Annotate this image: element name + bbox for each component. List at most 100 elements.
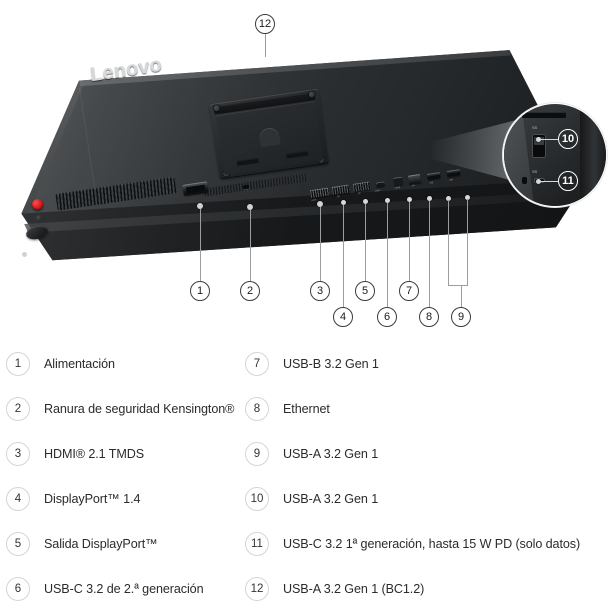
callout-dot-10 (536, 137, 541, 142)
leader-line-10 (541, 139, 559, 140)
legend-item-11: 11 USB-C 3.2 1ª generación, hasta 15 W P… (245, 532, 580, 556)
vesa-stand-notch (258, 126, 281, 148)
vesa-slot (286, 150, 309, 159)
legend-number-5: 5 (6, 532, 30, 556)
port-silk-label: USB (448, 179, 454, 182)
callout-dot-9b (465, 195, 470, 200)
callout-dot-7 (407, 197, 412, 202)
legend-label-11: USB-C 3.2 1ª generación, hasta 15 W PD (… (283, 537, 581, 551)
legend-item-3: 3 HDMI® 2.1 TMDS (6, 442, 144, 466)
inset-top-vent (522, 112, 566, 118)
leader-line-1 (200, 209, 201, 281)
legend-item-2: 2 Ranura de seguridad Kensington® (6, 397, 234, 421)
legend-number-10: 10 (245, 487, 269, 511)
legend-list: 1 Alimentación 2 Ranura de seguridad Ken… (0, 340, 610, 610)
callout-dot-6 (385, 198, 390, 203)
port-silk-label: USB-B (394, 186, 401, 190)
figure-callout-1: 1 (190, 281, 210, 301)
port-silk-label: DP (357, 192, 361, 196)
port-silk-label: USB (429, 182, 434, 185)
indicator-led (36, 215, 42, 221)
displayport-in-port (331, 184, 350, 195)
figure-callout-5: 5 (355, 281, 375, 301)
legend-label-4: DisplayPort™ 1.4 (44, 492, 141, 506)
usb-c-icon: SS (532, 169, 537, 174)
callout-dot-3 (317, 201, 323, 207)
legend-number-12: 12 (245, 577, 269, 601)
callout-dot-5 (363, 199, 368, 204)
leader-line-11 (541, 181, 559, 182)
legend-item-10: 10 USB-A 3.2 Gen 1 (245, 487, 378, 511)
legend-item-1: 1 Alimentación (6, 352, 115, 376)
corner-marker (22, 252, 27, 257)
callout-dot-11 (536, 179, 541, 184)
legend-item-9: 9 USB-A 3.2 Gen 1 (245, 442, 378, 466)
figure-callout-3: 3 (310, 281, 330, 301)
legend-number-4: 4 (6, 487, 30, 511)
figure-callout-7: 7 (399, 281, 419, 301)
legend-item-7: 7 USB-B 3.2 Gen 1 (245, 352, 379, 376)
inset-left-shadow (504, 104, 536, 206)
leader-line-9b (467, 199, 468, 285)
leader-line-9a (448, 200, 449, 285)
callout-dot-2 (247, 204, 253, 210)
usb-a-port-1 (426, 172, 441, 180)
leader-bracket-9 (448, 285, 468, 286)
leader-line-7 (409, 202, 410, 281)
legend-label-5: Salida DisplayPort™ (44, 537, 158, 551)
usb-c-port (375, 181, 386, 188)
port-silk-label: HDMI (311, 199, 317, 203)
legend-label-9: USB-A 3.2 Gen 1 (283, 447, 379, 461)
hdmi-port (310, 187, 329, 199)
leader-line-5 (365, 204, 366, 281)
legend-item-4: 4 DisplayPort™ 1.4 (6, 487, 140, 511)
usb-a-port-2 (446, 169, 461, 177)
figure-callout-6: 6 (377, 307, 397, 327)
legend-number-11: 11 (245, 532, 269, 556)
port-silk-label: USB-C (374, 189, 381, 193)
callout-dot-8 (427, 196, 432, 201)
side-ports-magnified-inset: SS SS (504, 104, 606, 206)
leader-line-12 (265, 26, 266, 57)
product-diagram: Lenovo (21, 14, 606, 327)
legend-number-7: 7 (245, 352, 269, 376)
figure-callout-9: 9 (451, 307, 471, 327)
leader-line-2 (250, 210, 251, 281)
figure-callout-8: 8 (419, 307, 439, 327)
figure-callout-4: 4 (333, 307, 353, 327)
usb-a-icon: SS (532, 125, 537, 130)
displayport-out-port (352, 181, 371, 192)
leader-line-8 (429, 201, 430, 307)
callout-dot-1 (197, 203, 203, 209)
vesa-mount-recess (209, 88, 329, 180)
side-headphone-jack (522, 177, 527, 184)
callout-dot-9a (446, 196, 451, 201)
legend-number-3: 3 (6, 442, 30, 466)
port-silk-label: DP (337, 195, 341, 199)
leader-line-4 (343, 205, 344, 307)
legend-label-2: Ranura de seguridad Kensington® (44, 402, 235, 416)
vesa-stand-plate (215, 101, 324, 175)
callout-dot-4 (341, 200, 346, 205)
figure-callout-11: 11 (558, 171, 578, 191)
legend-number-2: 2 (6, 397, 30, 421)
legend-label-6: USB-C 3.2 de 2.ª generación (44, 582, 204, 596)
figure-callout-12: 12 (255, 14, 275, 34)
leader-line-9 (461, 285, 462, 307)
inset-right-wall (580, 104, 606, 206)
legend-item-6: 6 USB-C 3.2 de 2.ª generación (6, 577, 204, 601)
legend-label-1: Alimentación (44, 357, 115, 371)
legend-label-12: USB-A 3.2 Gen 1 (BC1.2) (283, 582, 425, 596)
legend-number-1: 1 (6, 352, 30, 376)
legend-label-10: USB-A 3.2 Gen 1 (283, 492, 379, 506)
leader-line-3 (320, 207, 321, 281)
ethernet-port (407, 173, 422, 185)
vesa-slot (236, 157, 260, 166)
legend-label-3: HDMI® 2.1 TMDS (44, 447, 145, 461)
leader-line-6 (387, 203, 388, 307)
legend-item-8: 8 Ethernet (245, 397, 330, 421)
legend-item-5: 5 Salida DisplayPort™ (6, 532, 158, 556)
figure-callout-10: 10 (558, 129, 578, 149)
legend-number-6: 6 (6, 577, 30, 601)
legend-label-8: Ethernet (283, 402, 330, 416)
